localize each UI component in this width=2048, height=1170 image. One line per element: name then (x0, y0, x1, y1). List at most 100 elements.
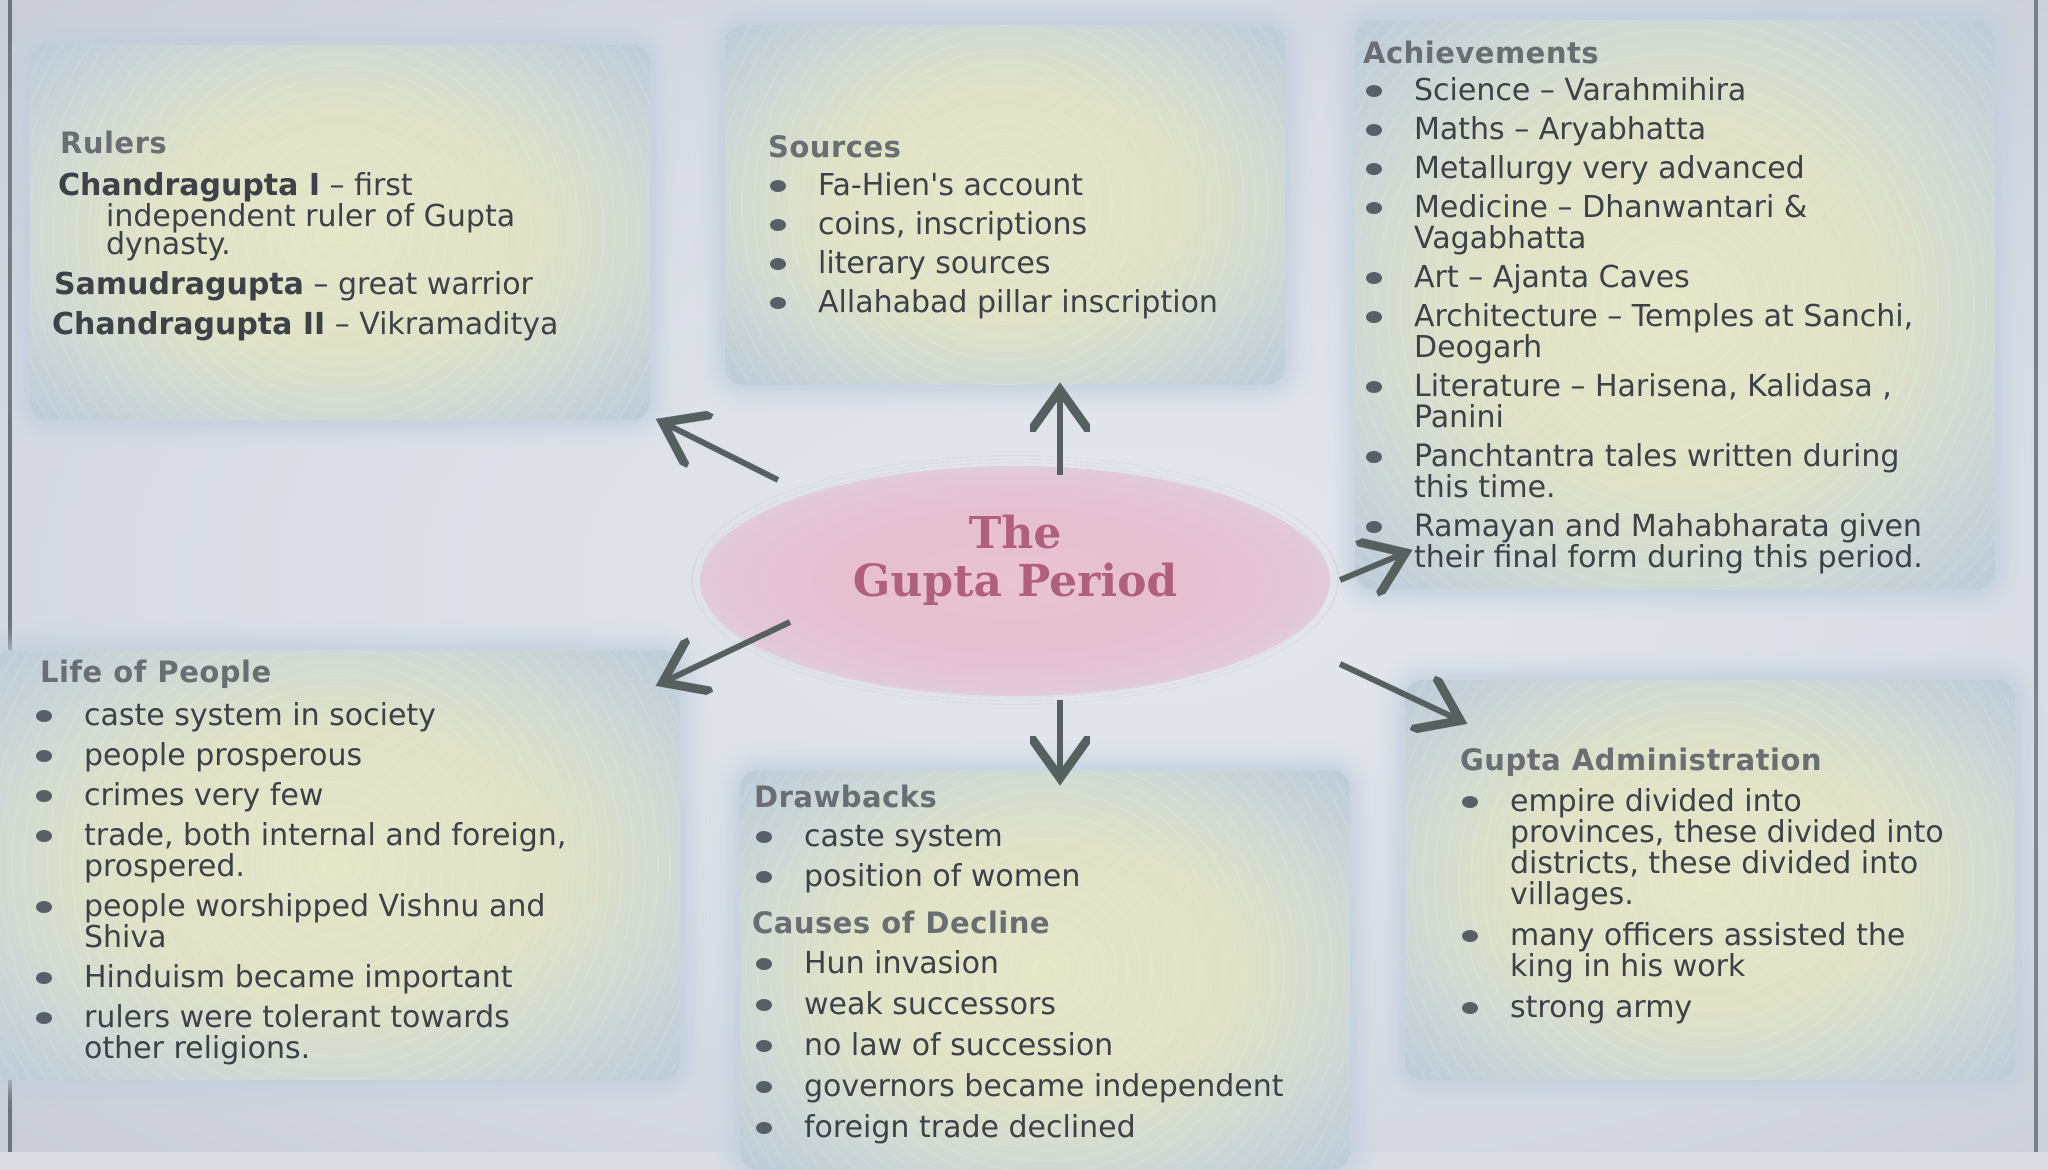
list-item: Literature – Harisena, Kalidasa , Panini (1366, 371, 1923, 433)
ruler-entry: independent ruler of Gupta (106, 201, 515, 232)
life-heading: Life of People (40, 655, 272, 689)
bullet-dot (756, 871, 772, 883)
drawbacks-list: caste system position of women (756, 821, 1080, 892)
sources-panel (725, 25, 1285, 385)
list-item: Science – Varahmihira (1366, 75, 1923, 106)
decline-heading: Causes of Decline (752, 906, 1051, 940)
list-item: Hun invasion (756, 948, 1284, 979)
achievements-heading: Achievements (1363, 36, 1600, 70)
center-title-line1: The (968, 508, 1062, 559)
bullet-dot (1366, 85, 1382, 97)
list-item: Ramayan and Mahabharata given their fina… (1366, 511, 1923, 573)
drawbacks-heading: Drawbacks (754, 780, 938, 814)
list-item: Art – Ajanta Caves (1366, 262, 1923, 293)
ruler-desc: – first (320, 168, 413, 203)
life-list: caste system in society people prosperou… (36, 700, 566, 1064)
bullet-dot (756, 831, 772, 843)
administration-list: empire divided into provinces, these div… (1462, 786, 1944, 1023)
list-item: foreign trade declined (756, 1112, 1284, 1143)
arrow-to-rulers (668, 425, 780, 483)
list-item: weak successors (756, 989, 1284, 1020)
bullet-dot (36, 710, 52, 722)
bullet-dot (770, 219, 786, 231)
life-panel (0, 650, 680, 1080)
list-item: caste system (756, 821, 1080, 852)
left-edge-line (8, 0, 12, 1152)
bullet-dot (1366, 381, 1382, 393)
bullet-dot (1366, 124, 1382, 136)
list-item: Fa-Hien's account (770, 170, 1218, 201)
bullet-dot (1462, 1002, 1478, 1014)
achievements-panel (1355, 20, 1995, 590)
decline-list: Hun invasion weak successors no law of s… (756, 948, 1284, 1143)
sources-list: Fa-Hien's account coins, inscriptions li… (770, 170, 1218, 318)
sources-heading: Sources (768, 130, 902, 164)
center-title-line2: Gupta Period (852, 556, 1178, 607)
ruler-entry: Chandragupta II – Vikramaditya (52, 309, 558, 340)
ruler-name: Chandragupta I (58, 168, 320, 203)
right-edge-line (2034, 0, 2038, 1152)
list-item: governors became independent (756, 1071, 1284, 1102)
bullet-dot (770, 180, 786, 192)
bullet-dot (36, 790, 52, 802)
list-item: Metallurgy very advanced (1366, 153, 1923, 184)
bullet-dot (756, 1122, 772, 1134)
bullet-dot (1462, 796, 1478, 808)
list-item: many officers assisted the king in his w… (1462, 920, 1944, 982)
bullet-dot (756, 1040, 772, 1052)
center-title: The Gupta Period (700, 510, 1330, 606)
drawbacks-panel (740, 770, 1350, 1170)
arrow-to-achievements (1338, 555, 1400, 580)
rulers-heading: Rulers (60, 126, 168, 160)
ruler-desc: independent ruler of Gupta (106, 199, 516, 234)
list-item: empire divided into provinces, these div… (1462, 786, 1944, 910)
list-item: Allahabad pillar inscription (770, 287, 1218, 318)
bullet-dot (1366, 311, 1382, 323)
administration-panel (1405, 680, 2015, 1080)
ruler-name: Chandragupta II (52, 307, 326, 342)
bullet-dot (1366, 451, 1382, 463)
bullet-dot (36, 830, 52, 842)
ruler-desc: – Vikramaditya (325, 307, 559, 342)
bullet-dot (1462, 930, 1478, 942)
bullet-dot (36, 972, 52, 984)
arrow-to-life (668, 619, 792, 680)
list-item: Architecture – Temples at Sanchi, Deogar… (1366, 301, 1923, 363)
rulers-panel (30, 45, 650, 420)
bullet-dot (770, 297, 786, 309)
list-item: trade, both internal and foreign, prospe… (36, 820, 566, 882)
list-item: coins, inscriptions (770, 209, 1218, 240)
ruler-entry: Chandragupta I – first (58, 170, 413, 201)
bullet-dot (1366, 163, 1382, 175)
list-item: Maths – Aryabhatta (1366, 114, 1923, 145)
center-oval (700, 466, 1330, 696)
list-item: caste system in society (36, 700, 566, 731)
ruler-desc: dynasty. (106, 227, 231, 262)
list-item: Hinduism became important (36, 962, 566, 993)
bullet-dot (770, 258, 786, 270)
list-item: crimes very few (36, 780, 566, 811)
list-item: literary sources (770, 248, 1218, 279)
list-item: people prosperous (36, 740, 566, 771)
administration-heading: Gupta Administration (1460, 743, 1823, 777)
bullet-dot (1366, 202, 1382, 214)
ruler-entry: Samudragupta – great warrior (54, 269, 533, 300)
arrow-to-administration (1338, 661, 1455, 718)
list-item: strong army (1462, 992, 1944, 1023)
list-item: Medicine – Dhanwantari & Vagabhatta (1366, 192, 1923, 254)
bullet-dot (756, 999, 772, 1011)
list-item: Panchtantra tales written during this ti… (1366, 441, 1923, 503)
list-item: rulers were tolerant towards other relig… (36, 1002, 566, 1064)
bullet-dot (756, 958, 772, 970)
ruler-name: Samudragupta (54, 267, 304, 302)
bullet-dot (36, 1012, 52, 1024)
ruler-entry: dynasty. (106, 229, 231, 260)
list-item: people worshipped Vishnu and Shiva (36, 891, 566, 953)
bullet-dot (756, 1081, 772, 1093)
bullet-dot (36, 901, 52, 913)
achievements-list: Science – Varahmihira Maths – Aryabhatta… (1366, 75, 1923, 573)
bullet-dot (36, 750, 52, 762)
bullet-dot (1366, 272, 1382, 284)
list-item: no law of succession (756, 1030, 1284, 1061)
